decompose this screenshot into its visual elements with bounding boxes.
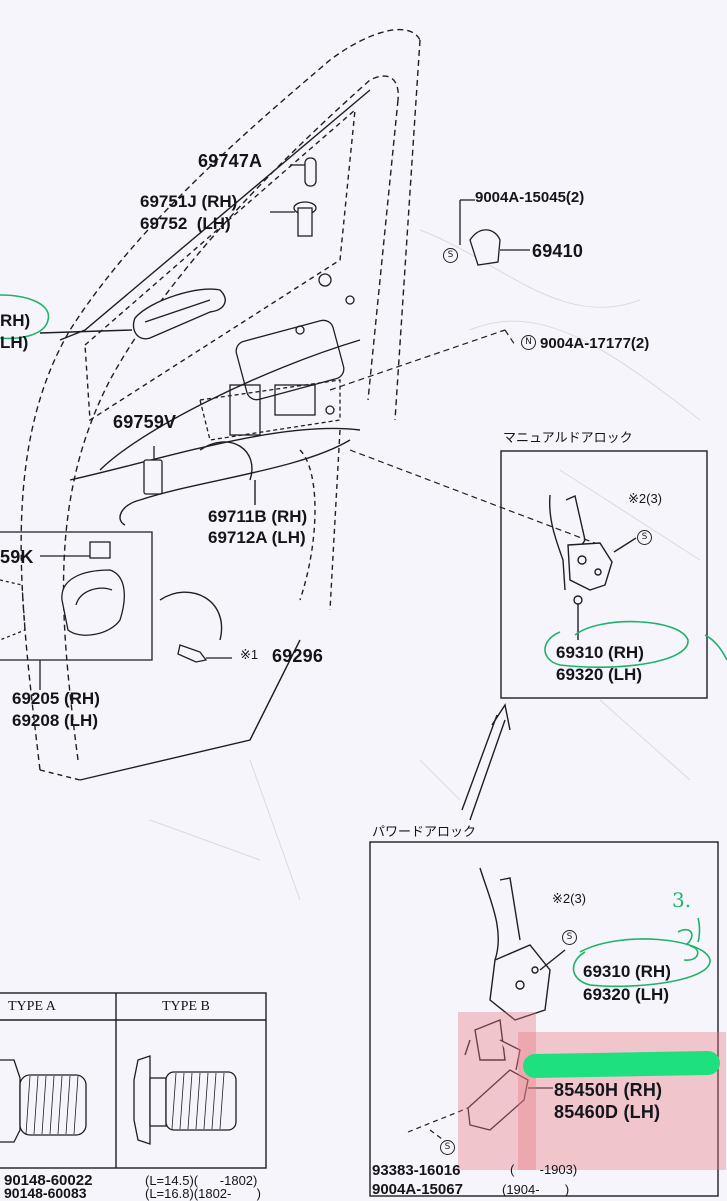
part-69751j-shape xyxy=(270,201,317,237)
label-9004a-17177: 9004A-17177(2) xyxy=(540,335,650,352)
label-69410: 69410 xyxy=(532,241,584,261)
label-59k: 59K xyxy=(0,547,34,567)
label-90148-60022: 90148-60022 xyxy=(4,1172,93,1189)
door-frame xyxy=(20,28,421,781)
label-outside-handle-rh: RH) xyxy=(0,311,31,330)
s-mark-manual: S xyxy=(637,530,652,545)
note-2-manual: ※2(3) xyxy=(628,491,663,506)
type-table xyxy=(0,992,267,1169)
n-mark-9004a-17177: N xyxy=(521,335,536,350)
power-lock-box xyxy=(369,841,719,1197)
bolt-type-b xyxy=(133,1055,237,1145)
green-highlight-bar xyxy=(523,1051,720,1078)
part-69759v-shape xyxy=(143,446,163,495)
label-90148-60083: 90148-60083 xyxy=(4,1185,87,1201)
part-69410-shape xyxy=(459,199,530,266)
label-manual-69320: 69320 (LH) xyxy=(556,665,642,684)
label-9004a-15045: 9004A-15045(2) xyxy=(475,189,585,206)
label-85450h: 85450H (RH) xyxy=(554,1080,663,1100)
label-69712a: 69712A (LH) xyxy=(208,528,306,547)
label-9004a-15067: 9004A-15067 xyxy=(372,1181,463,1198)
label-69711b: 69711B (RH) xyxy=(208,507,308,526)
door-inner-panel xyxy=(199,273,355,441)
label-93383-range: ( -1903) xyxy=(510,1162,578,1177)
label-69747a: 69747A xyxy=(198,151,263,171)
label-90148-60022-len: (L=14.5)( -1802) xyxy=(145,1173,258,1188)
background-texture xyxy=(149,229,701,901)
bolt-type-a xyxy=(0,1059,87,1143)
power-lock-title: パワードアロック xyxy=(372,825,477,840)
table-type-a: TYPE A xyxy=(8,999,56,1014)
actuator-85450h-shape xyxy=(467,1039,553,1131)
label-69751j: 69751J (RH) xyxy=(140,192,238,211)
label-85460d: 85460D (LH) xyxy=(554,1102,661,1122)
note-2-power: ※2(3) xyxy=(552,891,587,906)
up-arrow xyxy=(461,703,511,821)
label-manual-69310: 69310 (RH) xyxy=(556,643,644,662)
inside-handle-box xyxy=(0,531,153,690)
s-mark-9004a-15045: S xyxy=(443,248,458,263)
label-outside-handle-lh: LH) xyxy=(0,333,29,352)
table-type-b: TYPE B xyxy=(162,999,210,1014)
label-69759v: 69759V xyxy=(113,412,177,432)
handwritten-number: 3. xyxy=(672,888,692,912)
label-69208: 69208 (LH) xyxy=(12,711,98,730)
label-93383: 93383-16016 xyxy=(372,1162,461,1179)
label-69296: 69296 xyxy=(272,646,324,666)
handwritten-annotations xyxy=(0,294,727,988)
manual-lock-box xyxy=(500,450,708,699)
connector-lines xyxy=(329,329,601,546)
note-1-69296: ※1 xyxy=(240,647,259,662)
label-69752: 69752 (LH) xyxy=(140,214,231,233)
s-mark-93383: S xyxy=(440,1140,455,1155)
manual-lock-title: マニュアルドアロック xyxy=(503,431,633,446)
label-9004a-15067-range: (1904- ) xyxy=(502,1182,570,1197)
label-90148-60083-len: (L=16.8)(1802- ) xyxy=(145,1186,261,1201)
label-power-69310: 69310 (RH) xyxy=(583,962,671,981)
link-rod-shape xyxy=(119,439,351,526)
part-69747a-shape xyxy=(290,157,317,187)
label-power-69320: 69320 (LH) xyxy=(583,985,669,1004)
outside-handle-shape xyxy=(39,288,226,340)
screw-69296-shape xyxy=(177,644,232,663)
label-69205: 69205 (RH) xyxy=(12,689,100,708)
s-mark-power: S xyxy=(562,930,577,945)
